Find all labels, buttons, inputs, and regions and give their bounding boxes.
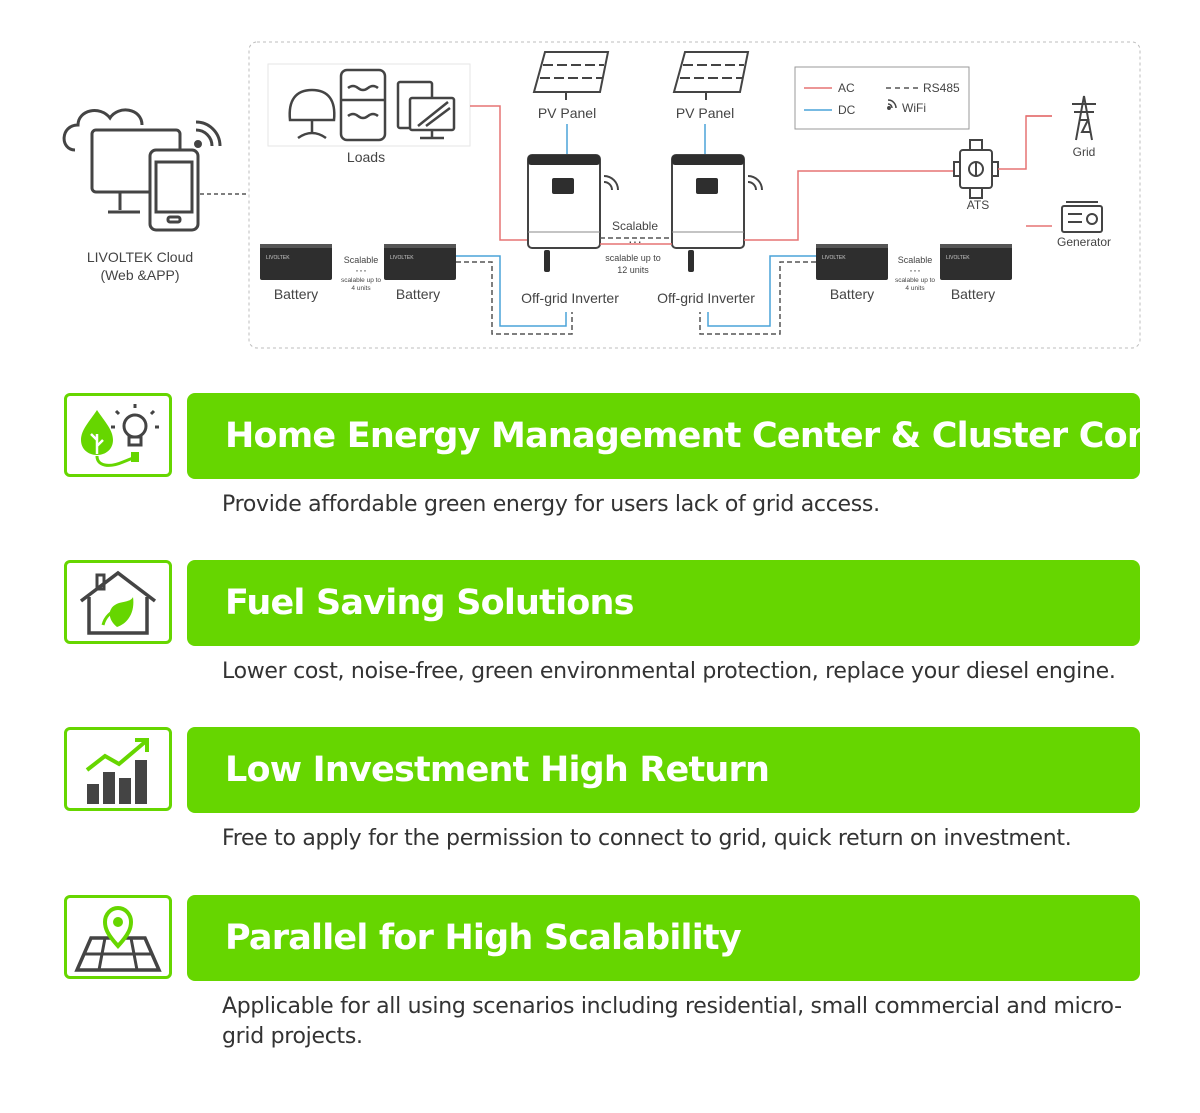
feature-title: Home Energy Management Center & Cluster … xyxy=(225,416,1200,456)
legend-rs485: RS485 xyxy=(923,81,960,95)
battery-3-icon: LIVOLTEK xyxy=(816,244,888,280)
cloud-label-line2: (Web &APP) xyxy=(100,267,179,283)
generator-label: Generator xyxy=(1057,235,1111,249)
battery-scalable-left-dots: ··· xyxy=(355,263,367,277)
eco-house-icon xyxy=(64,560,172,644)
battery-scalable-right-dots: ··· xyxy=(909,263,921,277)
feature-description: Lower cost, noise-free, green environmen… xyxy=(222,659,1116,684)
inverter-scalable-note-line2: 12 units xyxy=(617,265,649,275)
feature-banner: Low Investment High Return xyxy=(187,727,1140,813)
battery-4-label: Battery xyxy=(951,286,995,302)
inverter-scalable-note-line1: scalable up to xyxy=(605,253,661,263)
map-pin-icon xyxy=(64,895,172,979)
battery-scalable-left-note-line1: scalable up to xyxy=(341,277,381,284)
feature-title: Fuel Saving Solutions xyxy=(225,583,634,623)
growth-chart-icon xyxy=(64,727,172,811)
grid-label: Grid xyxy=(1073,145,1096,159)
legend-wifi: WiFi xyxy=(902,101,926,115)
ac-line-ats xyxy=(744,170,960,241)
feature-banner: Home Energy Management Center & Cluster … xyxy=(187,393,1200,479)
battery-scalable-right: Scalable xyxy=(898,255,933,265)
inverter-scalable-label: Scalable xyxy=(612,219,658,233)
battery-2-icon: LIVOLTEK xyxy=(384,244,456,280)
generator-icon xyxy=(1061,201,1103,233)
battery-scalable-left-note-line2: 4 units xyxy=(351,285,371,292)
cloud-devices-icon xyxy=(62,108,222,232)
ac-line-ats-sources xyxy=(998,115,1052,170)
feature-description: Free to apply for the permission to conn… xyxy=(222,826,1072,851)
cloud-label-line1: LIVOLTEK Cloud xyxy=(87,249,193,265)
dc-line-battery-left xyxy=(456,255,567,327)
svg-text:LIVOLTEK: LIVOLTEK xyxy=(266,255,290,261)
ats-label: ATS xyxy=(967,198,989,212)
rs485-line-battery-right xyxy=(699,261,816,335)
system-diagram: LIVOLTEK Cloud (Web &APP) Loads PV Panel… xyxy=(62,41,1141,349)
svg-text:LIVOLTEK: LIVOLTEK xyxy=(822,255,846,261)
feature-title: Parallel for High Scalability xyxy=(225,918,742,958)
pv-panel-1-label: PV Panel xyxy=(538,105,596,121)
inverter-scalable-dots: ··· xyxy=(628,233,642,249)
ats-icon xyxy=(953,139,999,199)
feature-title: Low Investment High Return xyxy=(225,750,770,790)
loads-icon xyxy=(288,68,456,142)
battery-4-icon: LIVOLTEK xyxy=(940,244,1012,280)
inverter-1-icon xyxy=(527,154,619,272)
legend-ac: AC xyxy=(838,81,855,95)
pv-panel-1-icon xyxy=(532,51,610,100)
feature-banner: Parallel for High Scalability xyxy=(187,895,1140,981)
inverter-2-icon xyxy=(671,154,763,272)
battery-scalable-right-note-line2: 4 units xyxy=(905,285,925,292)
pv-panel-2-label: PV Panel xyxy=(676,105,734,121)
battery-scalable-left: Scalable xyxy=(344,255,379,265)
rs485-line-battery-left xyxy=(456,261,573,335)
svg-text:LIVOLTEK: LIVOLTEK xyxy=(390,255,414,261)
dc-line-battery-right xyxy=(707,255,816,327)
pv-panel-2-icon xyxy=(672,51,750,100)
legend-box xyxy=(794,66,970,130)
loads-label: Loads xyxy=(347,149,385,165)
legend-wifi-icon xyxy=(887,99,897,110)
inverter-2-label: Off-grid Inverter xyxy=(657,290,755,306)
ac-line-loads xyxy=(470,105,528,241)
battery-3-label: Battery xyxy=(830,286,874,302)
svg-text:LIVOLTEK: LIVOLTEK xyxy=(946,255,970,261)
feature-description: Provide affordable green energy for user… xyxy=(222,492,880,517)
battery-scalable-right-note-line1: scalable up to xyxy=(895,277,935,284)
battery-2-label: Battery xyxy=(396,286,440,302)
feature-banner: Fuel Saving Solutions xyxy=(187,560,1140,646)
feature-description: Applicable for all using scenarios inclu… xyxy=(222,994,1122,1049)
grid-tower-icon xyxy=(1072,95,1096,141)
battery-1-icon: LIVOLTEK xyxy=(260,244,332,280)
battery-1-label: Battery xyxy=(274,286,318,302)
legend-dc: DC xyxy=(838,103,856,117)
leaf-bulb-icon xyxy=(64,393,172,477)
inverter-1-label: Off-grid Inverter xyxy=(521,290,619,306)
diagram-frame xyxy=(248,41,1141,349)
